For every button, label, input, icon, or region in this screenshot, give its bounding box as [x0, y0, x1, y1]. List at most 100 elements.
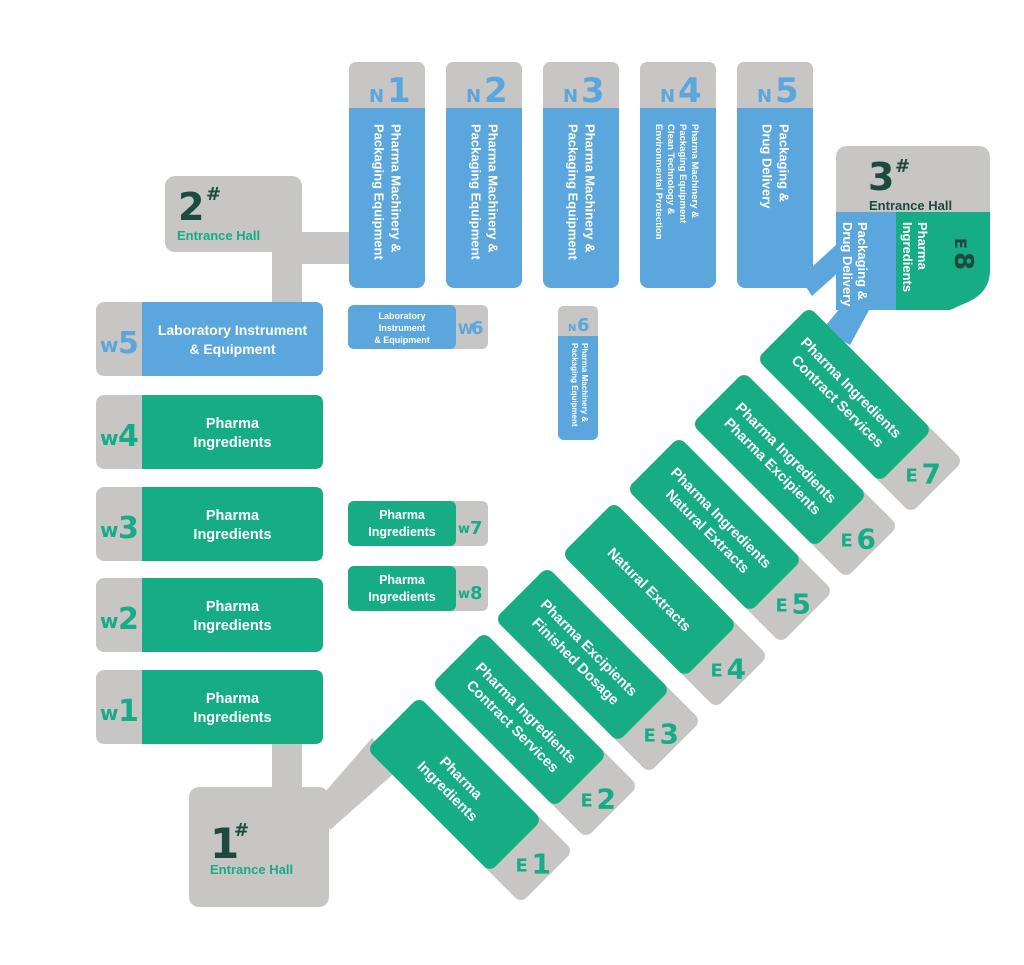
hall-n2-category-line-2: Packaging Equipment — [469, 124, 484, 260]
hall-n5-letter: N — [757, 86, 772, 107]
hall-e8-letter: E — [951, 238, 970, 249]
hall-n3-letter: N — [563, 86, 578, 107]
hall-n2-number: 2 — [484, 71, 508, 111]
hall-w7-number: 7 — [470, 518, 483, 539]
hall-n4-category: Pharma Machinery &Packaging EquipmentCle… — [653, 124, 700, 240]
hall-e7-letter: E — [906, 466, 918, 487]
hall-w8-letter: w — [458, 587, 470, 602]
hall-e8[interactable]: Packaging & Drug Delivery Pharma Ingredi… — [836, 212, 990, 310]
hall-n6-number: 6 — [577, 315, 590, 336]
hall-e1-letter: E — [516, 856, 528, 877]
hall-e6-letter: E — [841, 531, 853, 552]
hall-e4-number: 4 — [727, 653, 746, 686]
hall-e6-body — [695, 375, 864, 544]
hall-n4-category-line-4: Environmental Protection — [653, 124, 664, 240]
hall-e8-side-line-1: Packaging & — [855, 222, 870, 300]
hall-w5-number: 5 — [118, 326, 139, 361]
hall-e7-body — [760, 310, 929, 479]
entrance-hall-1[interactable]: 1 # Entrance Hall — [189, 787, 329, 907]
hall-w6-body — [348, 305, 456, 349]
hall-n5-header — [737, 62, 813, 108]
hall-n4-letter: N — [660, 86, 675, 107]
hall-w7-body — [348, 501, 456, 546]
hall-n4-header — [640, 62, 716, 108]
hall-w3-body — [142, 487, 323, 561]
hall-e6-number: 6 — [857, 523, 876, 556]
entrance-hall-1-label: Entrance Hall — [210, 862, 293, 877]
hall-e2-letter: E — [581, 791, 593, 812]
hall-n3-category-line-2: Packaging Equipment — [566, 124, 581, 260]
hall-w2-category-line-2: Ingredients — [193, 618, 271, 634]
hall-w3-category-line-2: Ingredients — [193, 527, 271, 543]
hall-w4-category-line-2: Ingredients — [193, 435, 271, 451]
entrance-hall-3[interactable]: 3 # Entrance Hall — [836, 146, 990, 213]
hall-w7-letter: w — [458, 522, 470, 537]
hall-w6-number: 6 — [471, 318, 484, 339]
hall-n5-category-line-2: Drug Delivery — [760, 124, 775, 209]
hall-w6-category-line-2: Instrument — [379, 323, 426, 333]
hall-n6-letter: N — [568, 323, 576, 334]
hall-w8-category-line-1: Pharma — [379, 573, 426, 587]
entrance-hall-2-block — [165, 176, 302, 252]
hall-w5-body — [142, 302, 323, 376]
hall-w1-body — [142, 670, 323, 744]
entrance-hall-2-label: Entrance Hall — [177, 228, 260, 243]
hall-w8-body — [348, 566, 456, 611]
hall-w4-body — [142, 395, 323, 469]
hall-w1-category-line-2: Ingredients — [193, 710, 271, 726]
hall-w7-category-line-1: Pharma — [379, 508, 426, 522]
hall-w5-category-line-1: Laboratory Instrument — [158, 322, 308, 338]
hall-e8-category-line-1: Pharma — [915, 222, 930, 270]
hall-e8-block — [896, 212, 990, 310]
entrance-hall-3-block — [836, 146, 990, 212]
hall-n5-category-line-1: Packaging & — [777, 124, 792, 202]
hall-n5-category: Packaging &Drug Delivery — [760, 124, 792, 209]
hall-n6-header-base — [558, 326, 598, 336]
hall-w8-number: 8 — [470, 583, 483, 604]
entrance-hall-2-number: 2 — [178, 185, 204, 229]
hall-n1-category: Pharma Machinery &Packaging Equipment — [372, 124, 404, 260]
hall-w3-category-line-1: Pharma — [206, 508, 260, 524]
hall-w6[interactable]: Laboratory Instrument & Equipment W 6 — [348, 305, 488, 349]
hall-w1-category-line-1: Pharma — [206, 691, 260, 707]
hall-e5-number: 5 — [792, 588, 811, 621]
hall-n6[interactable]: N 6 Pharma Machinery & Packaging Equipme… — [558, 306, 598, 440]
hall-n4-category-line-2: Packaging Equipment — [677, 124, 688, 224]
hall-e4-body — [565, 505, 734, 674]
hall-n3-category-line-1: Pharma Machinery & — [583, 124, 598, 253]
hall-w5-letter: w — [100, 333, 118, 357]
hall-n1-letter: N — [369, 86, 384, 107]
entrance-hall-3-label: Entrance Hall — [869, 198, 952, 213]
hall-n1-header — [349, 62, 425, 108]
hall-n1-number: 1 — [387, 71, 411, 111]
entrance-hall-2[interactable]: 2 # Entrance Hall — [165, 176, 302, 252]
hall-w6-category-line-1: Laboratory — [378, 311, 425, 321]
hall-w2-number: 2 — [118, 602, 139, 637]
entrance-hall-1-block — [189, 787, 329, 907]
hall-w1-number: 1 — [118, 694, 139, 729]
hall-n5-number: 5 — [775, 71, 799, 111]
hall-w6-category-line-3: & Equipment — [374, 335, 430, 345]
hall-e3-letter: E — [644, 726, 656, 747]
